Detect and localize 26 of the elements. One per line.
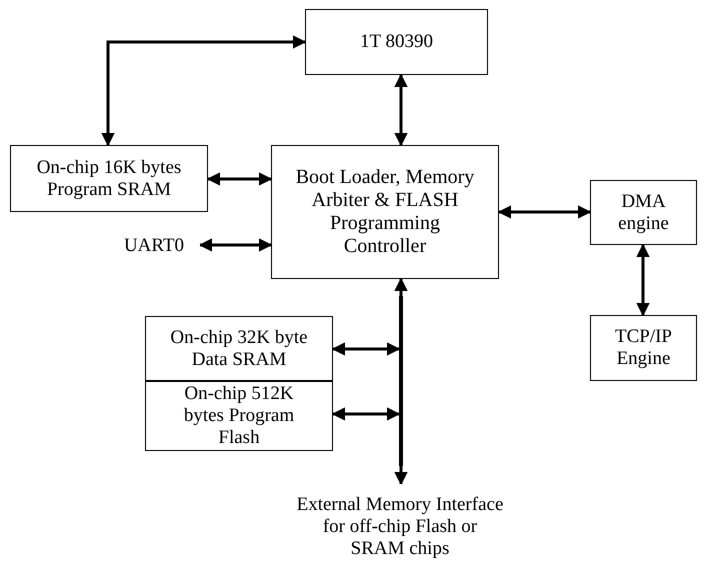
block-text: On-chip 512K bytes Program Flash (182, 383, 296, 449)
block-text: Boot Loader, Memory Arbiter & FLASH Programming Controller (294, 166, 476, 258)
double-arrow (394, 74, 408, 146)
double-arrow (332, 342, 400, 356)
block-text: TCP/IP Engine (614, 326, 674, 370)
double-arrow (498, 205, 592, 219)
double-arrow (101, 35, 306, 146)
block-box (590, 180, 697, 245)
block-text: 1T 80390 (360, 31, 433, 53)
block-text: DMA engine (617, 190, 670, 234)
double-arrow (394, 466, 408, 486)
block-box (590, 315, 697, 381)
double-arrow (636, 244, 650, 316)
block-box (305, 9, 488, 75)
double-arrow (198, 238, 272, 252)
double-arrow (206, 172, 272, 186)
block-text: On-chip 16K bytes Program SRAM (36, 156, 182, 200)
block-box (145, 381, 333, 451)
block-box (271, 145, 499, 279)
double-arrow (332, 407, 400, 421)
block-box (10, 145, 208, 212)
block-text: External Memory Interface for off-chip Flash or SRAM chips (296, 494, 504, 560)
block-text: On-chip 32K byte Data SRAM (169, 326, 309, 370)
block-box (145, 316, 333, 381)
block-text: UART0 (124, 235, 184, 257)
double-arrow (394, 278, 408, 296)
